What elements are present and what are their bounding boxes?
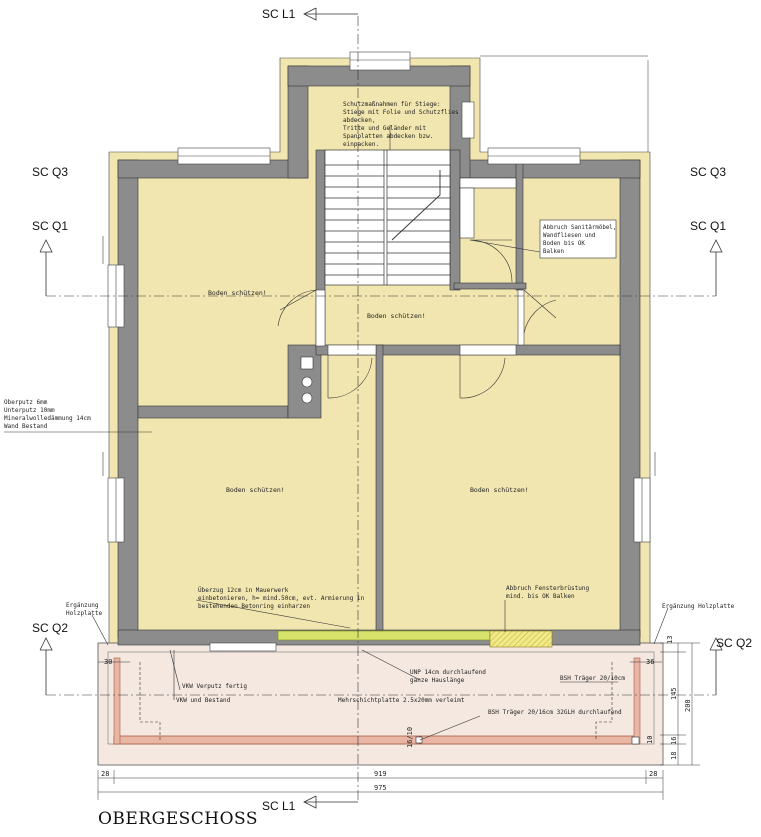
svg-text:Ergänzung: Ergänzung — [66, 602, 99, 609]
note-wood-left: Ergänzung Holzplatte — [66, 602, 103, 617]
section-l1-top: SC L1 — [262, 7, 296, 21]
svg-text:Mineralwolledämmung 14cm: Mineralwolledämmung 14cm — [4, 415, 91, 422]
section-l1-bottom: SC L1 — [262, 799, 296, 813]
section-q2-right: SC Q2 — [716, 636, 752, 650]
svg-text:Holzplatte: Holzplatte — [66, 610, 103, 617]
note-bsh-beam: BSH Träger 20/10cm — [560, 675, 625, 682]
svg-text:mind. bis OK Balken: mind. bis OK Balken — [506, 593, 575, 600]
room-labels: Boden schützen! Boden schützen! Boden sc… — [208, 289, 529, 494]
wc-icon — [301, 376, 313, 388]
note-lintel: Überzug 12cm in Mauerwerk einbetonieren,… — [198, 587, 365, 610]
svg-text:einbetonieren, h= mind.50cm, e: einbetonieren, h= mind.50cm, evt. Armier… — [198, 595, 365, 602]
svg-text:Stiege mit Folie und Schutzfli: Stiege mit Folie und Schutzflies — [343, 109, 459, 116]
svg-text:Wand Bestand: Wand Bestand — [4, 423, 48, 430]
svg-text:919: 919 — [374, 770, 387, 778]
svg-text:Abbruch Fensterbrüstung: Abbruch Fensterbrüstung — [506, 585, 589, 592]
lintel-overpull — [277, 630, 491, 641]
dimension-lines — [97, 55, 700, 800]
bathroom-fixtures — [300, 177, 517, 404]
svg-text:13: 13 — [666, 636, 674, 644]
note-stair-protection: Schutzmaßnahmen für Stiege: Stiege mit F… — [343, 101, 459, 148]
svg-text:Spanplatten abdecken bzw.: Spanplatten abdecken bzw. — [343, 133, 433, 140]
svg-text:10: 10 — [646, 736, 654, 744]
note-multiplex: Mehrschichtplatte 2.5x20mm verleimt — [338, 697, 465, 704]
svg-text:975: 975 — [374, 784, 387, 792]
doors — [277, 239, 557, 399]
window-sill-demolition — [489, 630, 553, 648]
sink-icon — [301, 392, 313, 404]
svg-text:bestehenden Betonring einharze: bestehenden Betonring einharzen — [198, 603, 310, 610]
note-wood-right: Ergänzung Holzplatte — [662, 603, 735, 610]
note-window-demolition: Abbruch Fensterbrüstung mind. bis OK Bal… — [506, 585, 589, 600]
room-se-label: Boden schützen! — [470, 486, 529, 494]
bsh-edge-beam-right — [633, 657, 641, 745]
svg-text:28: 28 — [101, 770, 109, 778]
svg-text:Tritte und Geländer mit: Tritte und Geländer mit — [343, 125, 426, 132]
svg-text:Wandfliesen und: Wandfliesen und — [543, 233, 595, 239]
section-labels: SC L1 SC L1 SC Q3 SC Q3 SC Q1 SC Q1 SC Q… — [32, 7, 752, 813]
svg-text:einpacken.: einpacken. — [343, 141, 379, 148]
note-vkw-existing: VKW und Bestand — [176, 697, 231, 704]
svg-text:36: 36 — [646, 658, 654, 666]
svg-text:Balken: Balken — [543, 249, 564, 255]
note-wall-layers: Oberputz 6mm Unterputz 10mm Mineralwolle… — [4, 399, 91, 430]
svg-text:UNP 14cm durchlaufend: UNP 14cm durchlaufend — [410, 669, 486, 676]
room-sw-label: Boden schützen! — [226, 486, 285, 494]
leader-lines — [4, 125, 669, 741]
section-q1-right: SC Q1 — [690, 219, 726, 233]
svg-text:Oberputz 6mm: Oberputz 6mm — [4, 399, 48, 406]
section-q1-left: SC Q1 — [32, 219, 68, 233]
note-bsh-main: BSH Träger 20/16cm 32GLH durchlaufend — [488, 709, 622, 716]
page-title: OBERGESCHOSS — [98, 809, 258, 829]
balcony-slab — [97, 642, 664, 766]
svg-text:30: 30 — [104, 658, 112, 666]
room-nw-label: Boden schützen! — [208, 289, 267, 297]
window-details — [102, 59, 656, 542]
svg-text:200: 200 — [684, 699, 692, 712]
note-unp: UNP 14cm durchlaufend ganze Hauslänge — [410, 669, 486, 684]
room-hall-label: Boden schützen! — [367, 312, 426, 320]
svg-text:28: 28 — [649, 770, 657, 778]
dimension-labels: 28 919 28 975 30 36 13 145 200 16 18 10 … — [101, 636, 692, 792]
svg-text:Unterputz 10mm: Unterputz 10mm — [4, 407, 55, 414]
section-markers — [39, 7, 723, 809]
section-q3-left: SC Q3 — [32, 165, 68, 179]
section-q2-left: SC Q2 — [32, 621, 68, 635]
svg-text:16/10: 16/10 — [406, 727, 414, 748]
svg-text:ganze Hauslänge: ganze Hauslänge — [410, 677, 465, 684]
section-lines — [46, 16, 716, 800]
svg-text:Schutzmaßnahmen für Stiege:: Schutzmaßnahmen für Stiege: — [343, 101, 441, 108]
svg-text:Überzug 12cm in Mauerwerk: Überzug 12cm in Mauerwerk — [198, 587, 289, 594]
shaft-icon — [300, 356, 314, 370]
svg-text:16: 16 — [670, 737, 678, 745]
svg-text:abdecken,: abdecken, — [343, 117, 376, 124]
note-sanitary-demolition: Abbruch Sanitärmöbel, Wandfliesen und Bo… — [539, 219, 617, 259]
note-vkw-plaster: VKW Verputz fertig — [182, 683, 247, 690]
section-q3-right: SC Q3 — [690, 165, 726, 179]
svg-text:Boden bis OK: Boden bis OK — [543, 241, 585, 247]
bsh-edge-beam-left — [113, 657, 121, 745]
svg-text:18: 18 — [670, 752, 678, 760]
bsh-main-beam — [113, 735, 639, 745]
svg-text:Abbruch Sanitärmöbel,: Abbruch Sanitärmöbel, — [543, 225, 616, 231]
staircase — [324, 149, 451, 286]
svg-text:145: 145 — [670, 687, 678, 700]
